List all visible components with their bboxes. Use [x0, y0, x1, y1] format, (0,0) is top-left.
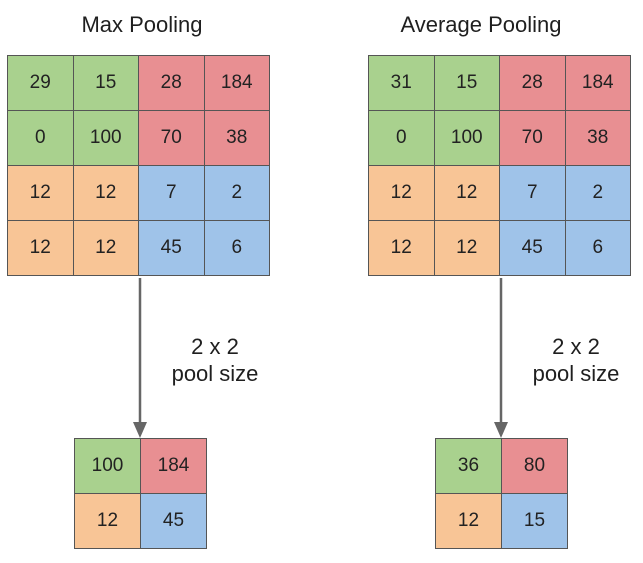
down-arrow-icon	[133, 278, 147, 438]
input-cell: 45	[139, 221, 205, 276]
input-cell: 28	[139, 56, 205, 111]
input-cell: 29	[8, 56, 74, 111]
output-cell: 184	[141, 439, 207, 494]
input-cell: 7	[139, 166, 205, 221]
input-cell: 100	[73, 111, 139, 166]
output-cell: 80	[502, 439, 568, 494]
input-cell: 45	[500, 221, 566, 276]
pool-size-dimensions: 2 x 2	[552, 334, 600, 359]
input-cell: 15	[434, 56, 500, 111]
input-cell: 12	[8, 166, 74, 221]
input-cell: 6	[204, 221, 270, 276]
input-cell: 12	[434, 166, 500, 221]
output-cell: 15	[502, 494, 568, 549]
input-cell: 12	[8, 221, 74, 276]
input-cell: 7	[500, 166, 566, 221]
output-cell: 45	[141, 494, 207, 549]
input-cell: 184	[565, 56, 631, 111]
input-cell: 12	[434, 221, 500, 276]
pool-size-text: pool size	[532, 361, 620, 386]
input-cell: 0	[369, 111, 435, 166]
input-cell: 12	[73, 166, 139, 221]
max-pooling-output-grid: 100 184 12 45	[74, 438, 207, 549]
input-cell: 100	[434, 111, 500, 166]
output-cell: 12	[75, 494, 141, 549]
input-cell: 2	[204, 166, 270, 221]
output-cell: 12	[436, 494, 502, 549]
max-pooling-panel: Max Pooling 29 15 28 184 0 100 70 38 12 …	[0, 0, 320, 563]
pool-size-label: 2 x 2 pool size	[501, 333, 643, 387]
input-cell: 12	[369, 166, 435, 221]
average-pooling-input-grid: 31 15 28 184 0 100 70 38 12 12 7 2 12 12…	[368, 55, 631, 276]
average-pooling-panel: Average Pooling 31 15 28 184 0 100 70 38…	[321, 0, 641, 563]
input-cell: 31	[369, 56, 435, 111]
input-cell: 28	[500, 56, 566, 111]
average-pooling-title: Average Pooling	[400, 12, 562, 37]
pool-size-label: 2 x 2 pool size	[140, 333, 290, 387]
input-cell: 38	[565, 111, 631, 166]
input-cell: 38	[204, 111, 270, 166]
output-cell: 36	[436, 439, 502, 494]
input-cell: 2	[565, 166, 631, 221]
input-cell: 12	[73, 221, 139, 276]
output-cell: 100	[75, 439, 141, 494]
down-arrow-icon	[494, 278, 508, 438]
input-cell: 12	[369, 221, 435, 276]
input-cell: 70	[500, 111, 566, 166]
pool-size-text: pool size	[171, 361, 259, 386]
input-cell: 184	[204, 56, 270, 111]
input-cell: 70	[139, 111, 205, 166]
input-cell: 0	[8, 111, 74, 166]
input-cell: 6	[565, 221, 631, 276]
max-pooling-input-grid: 29 15 28 184 0 100 70 38 12 12 7 2 12 12…	[7, 55, 270, 276]
input-cell: 15	[73, 56, 139, 111]
average-pooling-output-grid: 36 80 12 15	[435, 438, 568, 549]
pool-size-dimensions: 2 x 2	[191, 334, 239, 359]
max-pooling-title: Max Pooling	[81, 12, 203, 37]
